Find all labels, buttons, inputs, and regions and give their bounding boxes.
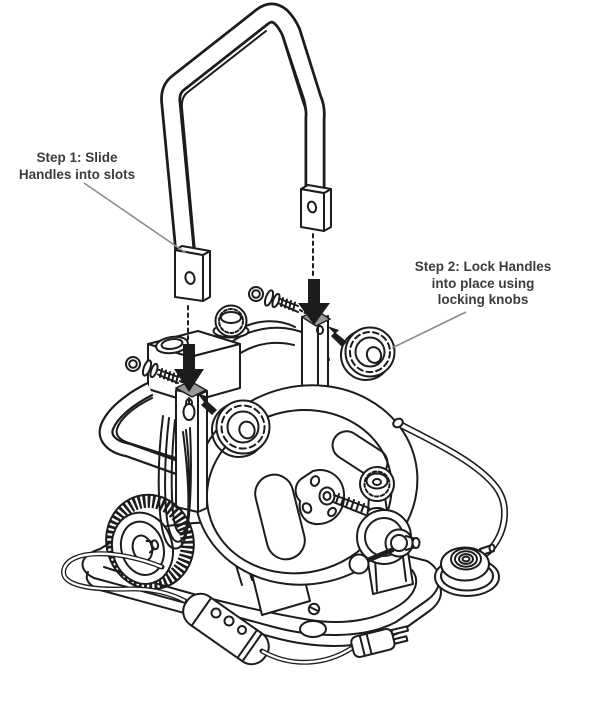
handle-end-fitting-left xyxy=(174,245,211,302)
knob-arrow-left xyxy=(197,393,217,415)
axle xyxy=(150,539,160,551)
plug-prong xyxy=(390,625,409,636)
coiled-cable xyxy=(157,397,196,550)
bolt-with-washers-right xyxy=(248,286,306,314)
feed-assembly xyxy=(348,466,421,595)
step1-line2: Handles into slots xyxy=(19,167,135,182)
leader-line-step1 xyxy=(83,182,187,254)
u-handle xyxy=(160,2,332,302)
power-cord xyxy=(61,551,409,666)
leader-line-step2 xyxy=(391,311,467,349)
plug-prong xyxy=(392,635,409,645)
drum-cutout-left xyxy=(254,473,306,561)
foot-pedal xyxy=(434,543,500,597)
slot-hole-right xyxy=(316,325,324,335)
feed-knob xyxy=(359,466,395,502)
step1-label: Step 1: Slide Handles into slots xyxy=(19,150,135,182)
locking-knob-left xyxy=(211,399,271,458)
base-foot-pad xyxy=(299,620,327,638)
step2-label: Step 2: Lock Handles into place using lo… xyxy=(415,259,552,307)
locking-knob-right xyxy=(340,326,396,381)
step2-line1: Step 2: Lock Handles xyxy=(415,259,552,274)
crank-ball xyxy=(348,553,370,575)
cable-clip xyxy=(182,403,196,421)
insertion-arrow-left xyxy=(174,344,204,392)
bolt-with-washers-left xyxy=(125,356,188,386)
gfci-module xyxy=(182,592,270,666)
knob-arrow-right xyxy=(327,326,347,347)
oil-cap xyxy=(155,335,189,355)
step1-line1: Step 1: Slide xyxy=(36,150,118,165)
filler-cap xyxy=(212,304,250,339)
power-plug xyxy=(350,625,409,658)
step2-line2: into place using xyxy=(432,276,535,291)
handle-end-fitting-right xyxy=(300,184,332,232)
insertion-arrow-right xyxy=(298,279,330,325)
frame-handle xyxy=(98,382,187,478)
step2-line3: locking knobs xyxy=(438,292,529,307)
crank-handle xyxy=(363,547,395,564)
